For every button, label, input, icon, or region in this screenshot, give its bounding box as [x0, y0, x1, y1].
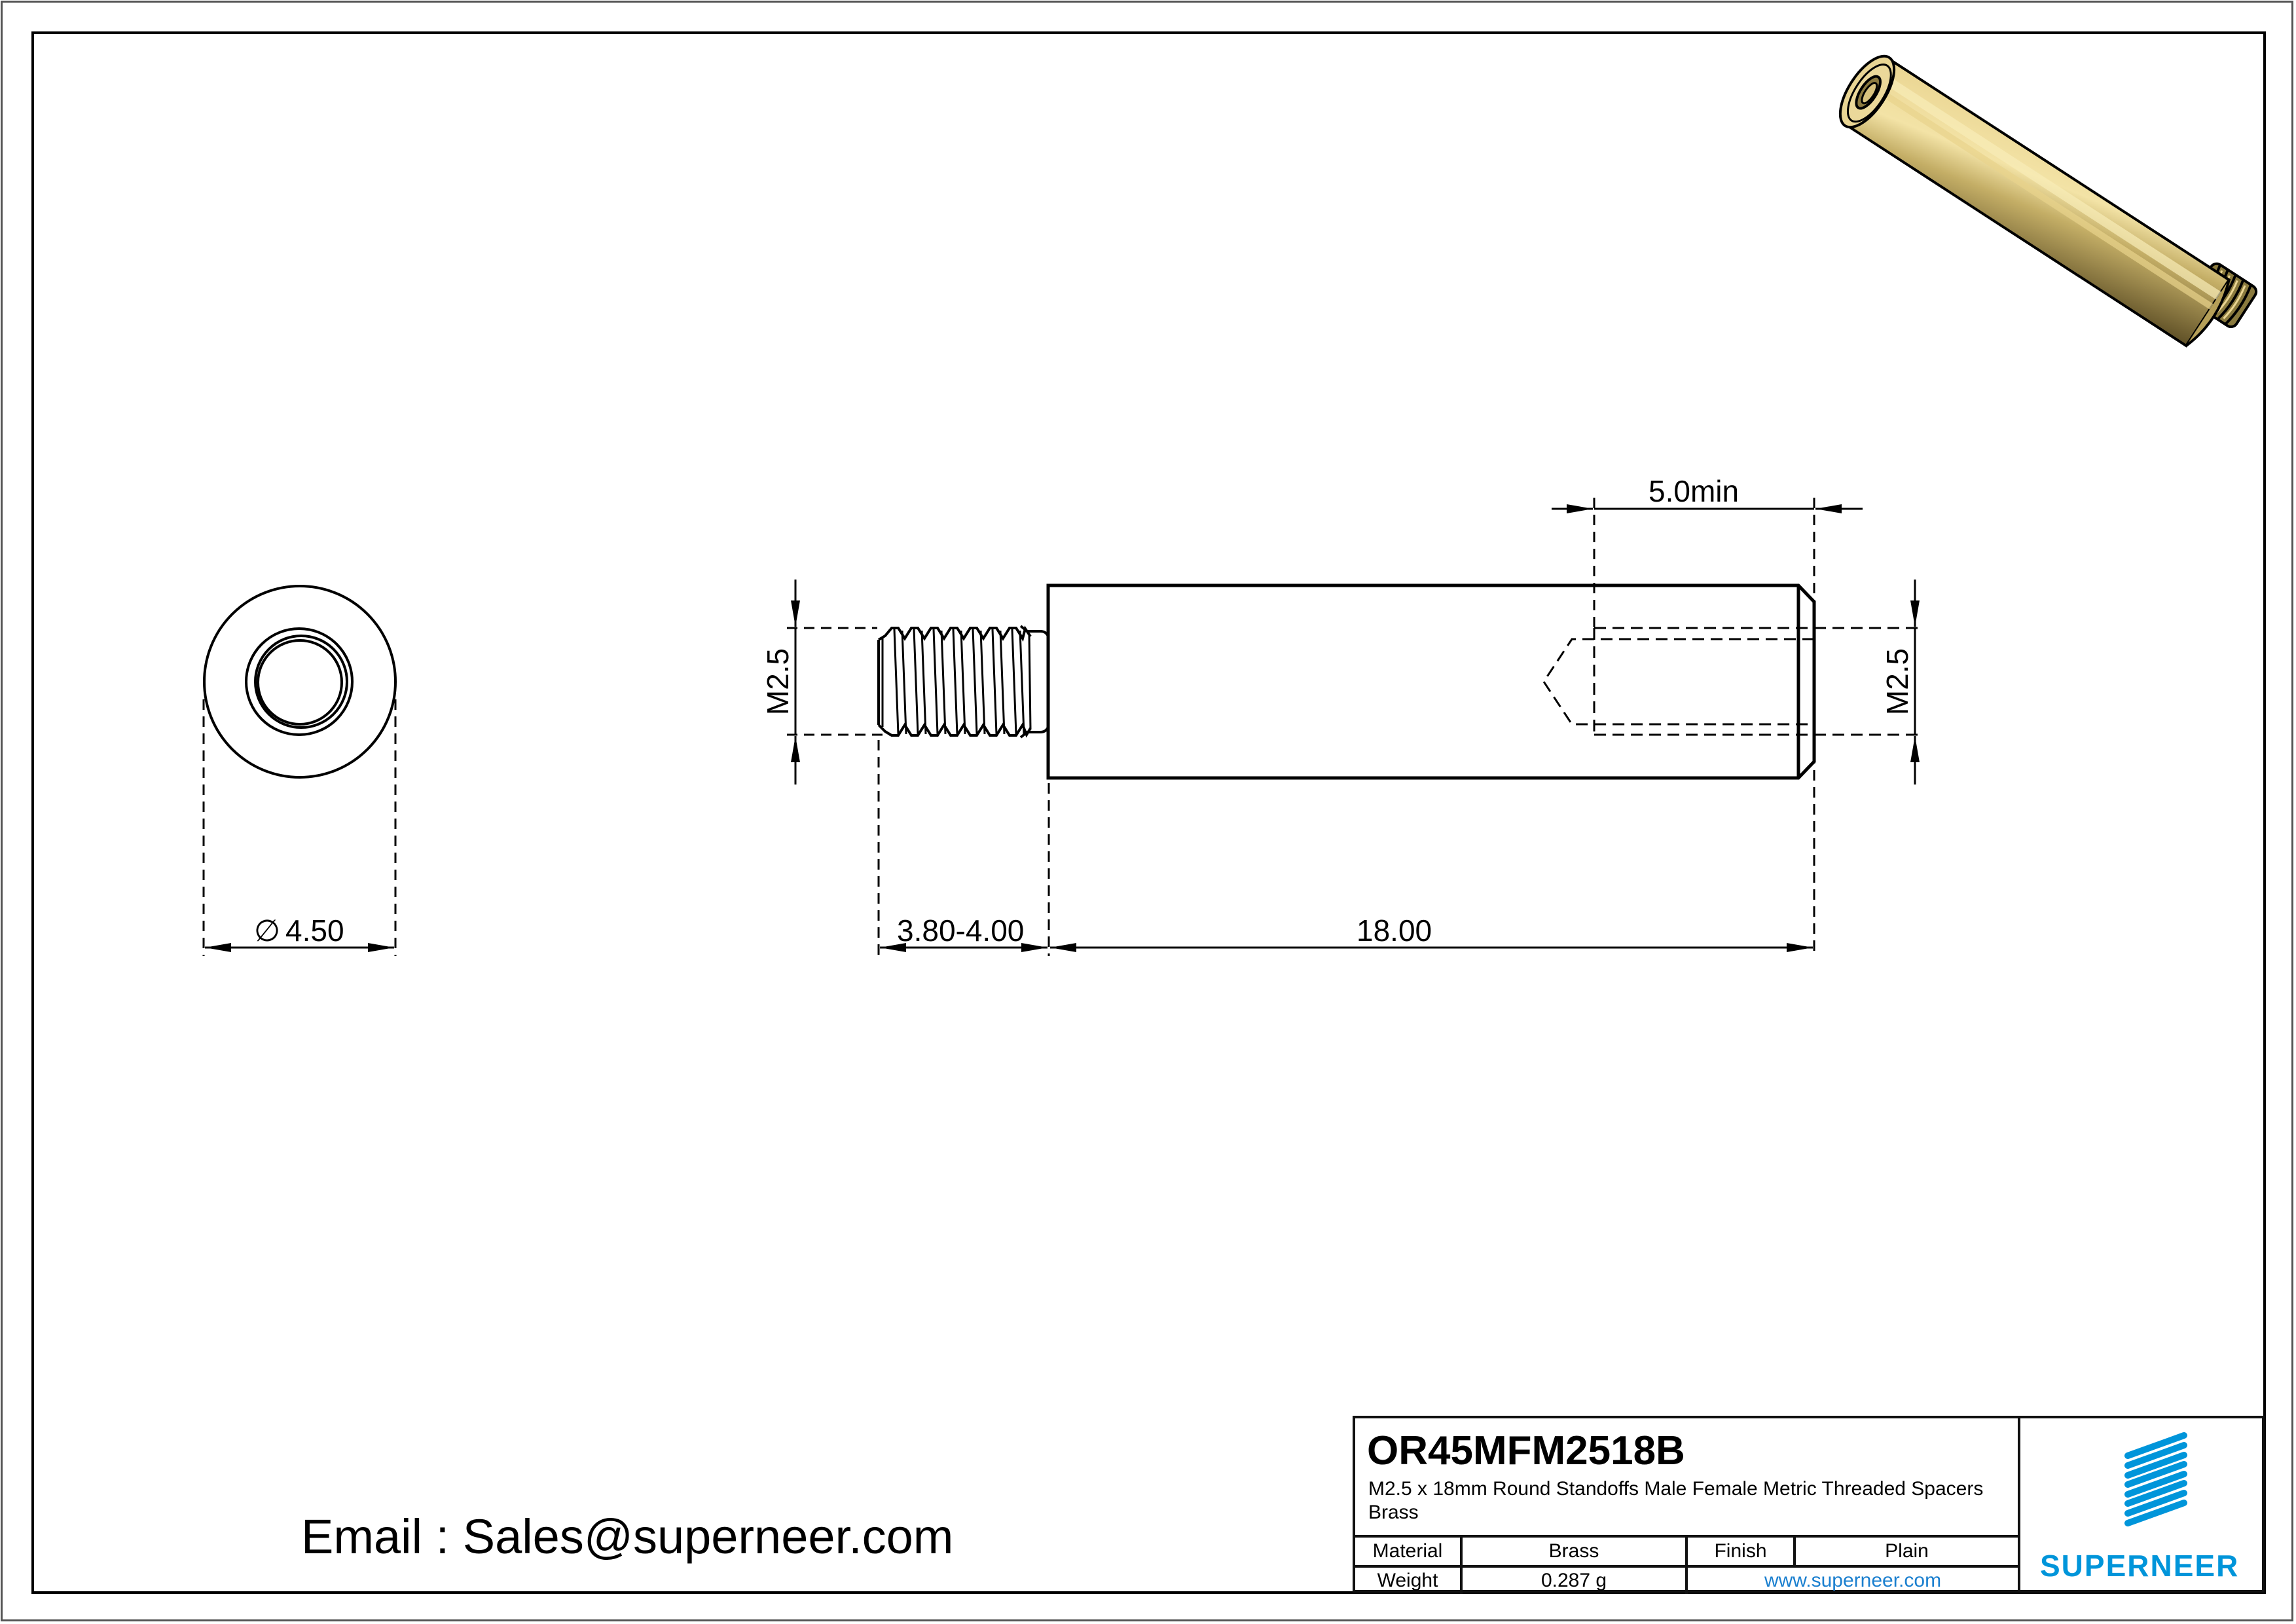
isometric-brass-render: [1838, 54, 2258, 348]
weight-value: 0.287 g: [1463, 1568, 1688, 1594]
dimension-lines: [787, 498, 1920, 956]
material-label: Material: [1355, 1538, 1463, 1565]
part-number: OR45MFM2518B: [1367, 1428, 1685, 1473]
dim-female-depth: 5.0min: [1649, 474, 1739, 508]
sheet-inner-border: [31, 31, 2266, 1594]
side-view: [877, 583, 1918, 780]
material-value: Brass: [1463, 1538, 1688, 1565]
title-block-properties: Material Brass Finish Plain Weight 0.287…: [1355, 1535, 2020, 1594]
part-description: M2.5 x 18mm Round Standoffs Male Female …: [1368, 1478, 1984, 1523]
diagonal-stripes-logo-icon: [2124, 1432, 2187, 1526]
properties-row-weight: Weight 0.287 g www.superneer.com: [1355, 1568, 2018, 1594]
female-thread-hidden: [1542, 627, 1918, 736]
dim-male-thread: M2.5: [761, 648, 795, 715]
company-logo: SUPERNEER: [2020, 1418, 2262, 1590]
dim-female-thread: M2.5: [1880, 648, 1914, 715]
finish-value: Plain: [1885, 1540, 1929, 1562]
title-block-header: OR45MFM2518B M2.5 x 18mm Round Standoffs…: [1355, 1418, 2020, 1535]
website-link[interactable]: www.superneer.com: [1764, 1570, 1942, 1591]
dim-end-diameter: 4.50: [285, 913, 344, 948]
properties-row-material: Material Brass Finish Plain: [1355, 1538, 2018, 1568]
male-thread: [877, 625, 1032, 738]
dim-body-length: 18.00: [1357, 913, 1432, 948]
title-block: OR45MFM2518B M2.5 x 18mm Round Standoffs…: [1353, 1416, 2265, 1594]
end-view: [202, 585, 397, 956]
dim-diameter-symbol: ∅: [254, 913, 280, 948]
contact-email: Email : Sales@superneer.com: [301, 1509, 954, 1564]
dim-male-thread-length: 3.80-4.00: [897, 913, 1024, 948]
logo-wordmark: SUPERNEER: [2040, 1549, 2240, 1583]
weight-label: Weight: [1355, 1568, 1463, 1594]
finish-label: Finish: [1688, 1538, 1796, 1565]
